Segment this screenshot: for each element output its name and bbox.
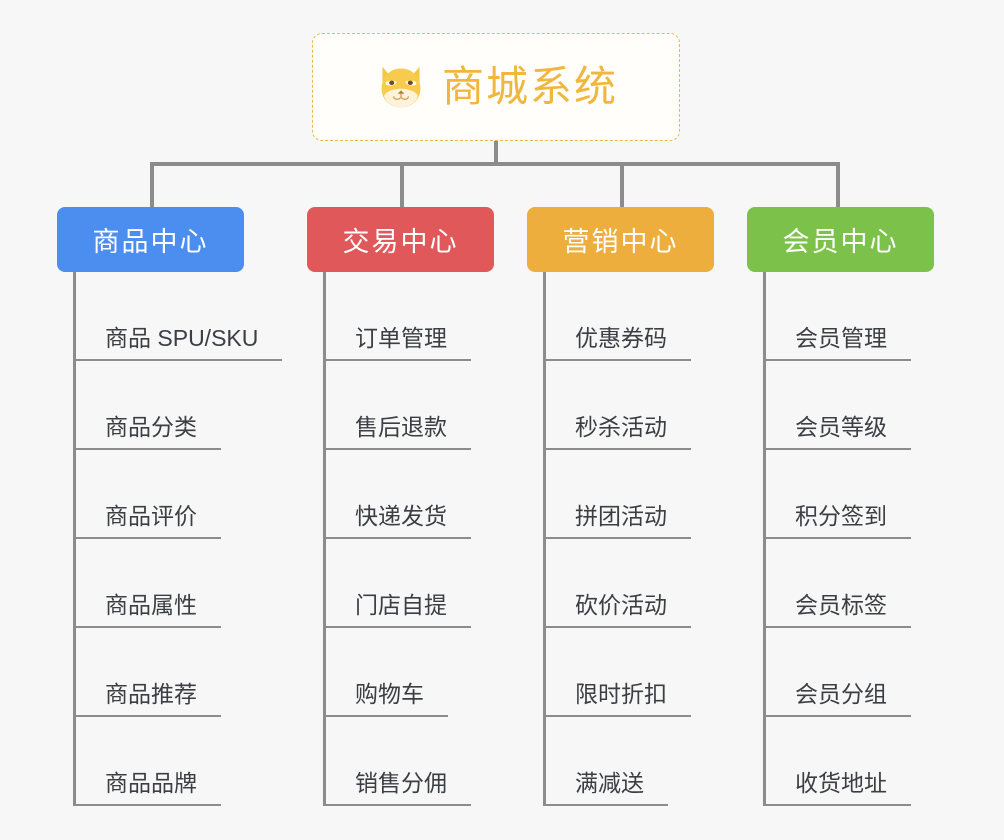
connector-root-stem <box>494 141 498 165</box>
branch-header[interactable]: 营销中心 <box>527 207 714 272</box>
list-item[interactable]: 限时折扣 <box>543 628 691 717</box>
leaf-list: 商品 SPU/SKU 商品分类 商品评价 商品属性 商品推荐 商品品牌 <box>73 272 283 806</box>
branch-title: 会员中心 <box>782 227 899 257</box>
list-item[interactable]: 商品品牌 <box>73 717 282 806</box>
leaf-label: 售后退款 <box>323 416 471 450</box>
leaf-label: 优惠券码 <box>543 327 691 361</box>
root-title: 商城系统 <box>441 63 618 110</box>
shiba-dog-face-icon <box>381 66 421 108</box>
leaf-label: 砍价活动 <box>543 594 691 628</box>
list-item[interactable]: 会员分组 <box>763 628 911 717</box>
list-item[interactable]: 拼团活动 <box>543 450 691 539</box>
root-node[interactable]: 商城系统 <box>312 33 680 141</box>
connector-drop-2 <box>400 162 404 209</box>
leaf-label: 商品分类 <box>73 416 221 450</box>
list-item[interactable]: 秒杀活动 <box>543 361 691 450</box>
leaf-label: 会员管理 <box>763 327 911 361</box>
leaf-label: 门店自提 <box>323 594 471 628</box>
list-item[interactable]: 销售分佣 <box>323 717 471 806</box>
list-item[interactable]: 砍价活动 <box>543 539 691 628</box>
list-item[interactable]: 快递发货 <box>323 450 471 539</box>
branch-title: 营销中心 <box>562 227 679 257</box>
list-item[interactable]: 积分签到 <box>763 450 911 539</box>
leaf-label: 商品品牌 <box>73 772 221 806</box>
leaf-label: 购物车 <box>323 683 448 717</box>
list-item[interactable]: 商品属性 <box>73 539 282 628</box>
leaf-label: 收货地址 <box>763 772 911 806</box>
list-item[interactable]: 优惠券码 <box>543 272 691 361</box>
leaf-label: 销售分佣 <box>323 772 471 806</box>
leaf-label: 快递发货 <box>323 505 471 539</box>
branch-spine <box>323 272 326 806</box>
list-item[interactable]: 收货地址 <box>763 717 911 806</box>
leaf-label: 拼团活动 <box>543 505 691 539</box>
leaf-label: 积分签到 <box>763 505 911 539</box>
leaf-label: 会员分组 <box>763 683 911 717</box>
branch-header[interactable]: 商品中心 <box>57 207 244 272</box>
branch-title: 商品中心 <box>92 227 209 257</box>
list-item[interactable]: 会员等级 <box>763 361 911 450</box>
list-item[interactable]: 门店自提 <box>323 539 471 628</box>
connector-horizontal-bar <box>150 162 840 166</box>
list-item[interactable]: 会员标签 <box>763 539 911 628</box>
branch-marketing-center: 营销中心 优惠券码 秒杀活动 拼团活动 砍价活动 限时折扣 满减送 <box>527 207 714 806</box>
branch-header[interactable]: 会员中心 <box>747 207 934 272</box>
branch-spine <box>543 272 546 806</box>
list-item[interactable]: 订单管理 <box>323 272 471 361</box>
leaf-list: 订单管理 售后退款 快递发货 门店自提 购物车 销售分佣 <box>323 272 471 806</box>
list-item[interactable]: 满减送 <box>543 717 691 806</box>
leaf-list: 会员管理 会员等级 积分签到 会员标签 会员分组 收货地址 <box>763 272 911 806</box>
list-item[interactable]: 商品 SPU/SKU <box>73 272 283 361</box>
leaf-label: 商品推荐 <box>73 683 221 717</box>
leaf-label: 秒杀活动 <box>543 416 691 450</box>
list-item[interactable]: 商品评价 <box>73 450 282 539</box>
branch-trade-center: 交易中心 订单管理 售后退款 快递发货 门店自提 购物车 销售分佣 <box>307 207 494 806</box>
leaf-label: 订单管理 <box>323 327 471 361</box>
leaf-label: 会员等级 <box>763 416 911 450</box>
leaf-label: 满减送 <box>543 772 668 806</box>
leaf-label: 会员标签 <box>763 594 911 628</box>
connector-drop-1 <box>150 162 154 209</box>
leaf-label: 限时折扣 <box>543 683 691 717</box>
leaf-label: 商品评价 <box>73 505 221 539</box>
branch-product-center: 商品中心 商品 SPU/SKU 商品分类 商品评价 商品属性 商品推荐 商品品牌 <box>57 207 283 806</box>
list-item[interactable]: 售后退款 <box>323 361 471 450</box>
branch-spine <box>763 272 766 806</box>
branch-title: 交易中心 <box>342 227 459 257</box>
leaf-list: 优惠券码 秒杀活动 拼团活动 砍价活动 限时折扣 满减送 <box>543 272 691 806</box>
branch-header[interactable]: 交易中心 <box>307 207 494 272</box>
connector-drop-3 <box>620 162 624 209</box>
list-item[interactable]: 购物车 <box>323 628 471 717</box>
connector-drop-4 <box>836 162 840 209</box>
list-item[interactable]: 商品推荐 <box>73 628 282 717</box>
list-item[interactable]: 商品分类 <box>73 361 282 450</box>
branch-member-center: 会员中心 会员管理 会员等级 积分签到 会员标签 会员分组 收货地址 <box>747 207 934 806</box>
leaf-label: 商品属性 <box>73 594 221 628</box>
list-item[interactable]: 会员管理 <box>763 272 911 361</box>
branch-spine <box>73 272 76 806</box>
leaf-label: 商品 SPU/SKU <box>73 327 283 361</box>
